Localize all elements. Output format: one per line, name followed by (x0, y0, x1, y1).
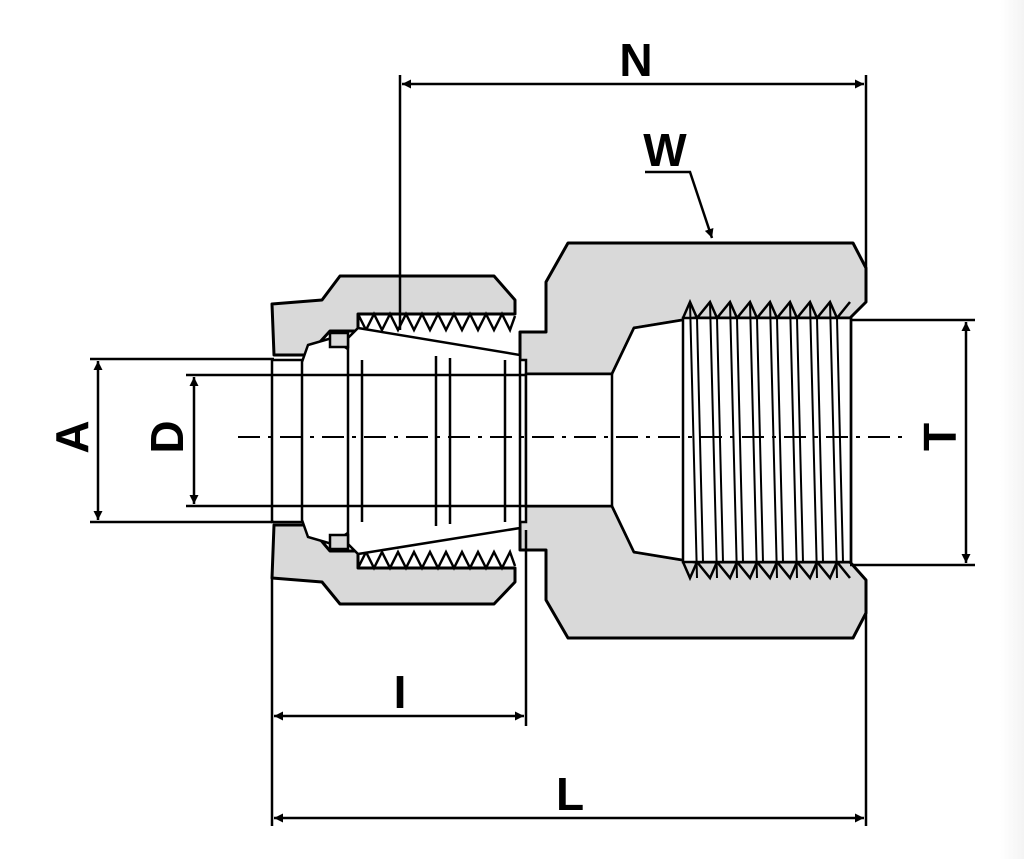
label-d: D (141, 420, 193, 453)
front-ferrule (346, 326, 522, 556)
nut-lower-section (270, 523, 517, 606)
nut-upper-section (270, 274, 517, 357)
ferrule-detail-band (328, 331, 350, 349)
label-n: N (619, 34, 652, 86)
label-l: L (556, 768, 584, 820)
dimensions (90, 75, 975, 826)
label-w: W (643, 124, 687, 176)
tube-and-ferrules (270, 326, 528, 556)
female-thread (681, 298, 853, 582)
right-edge-shade (1000, 0, 1024, 859)
label-i: I (394, 666, 407, 718)
dim-w-leader (645, 170, 714, 239)
label-a: A (46, 420, 98, 453)
ferrule-detail-band-lower (328, 533, 350, 551)
nut-thread (356, 311, 517, 571)
label-t: T (914, 423, 966, 451)
